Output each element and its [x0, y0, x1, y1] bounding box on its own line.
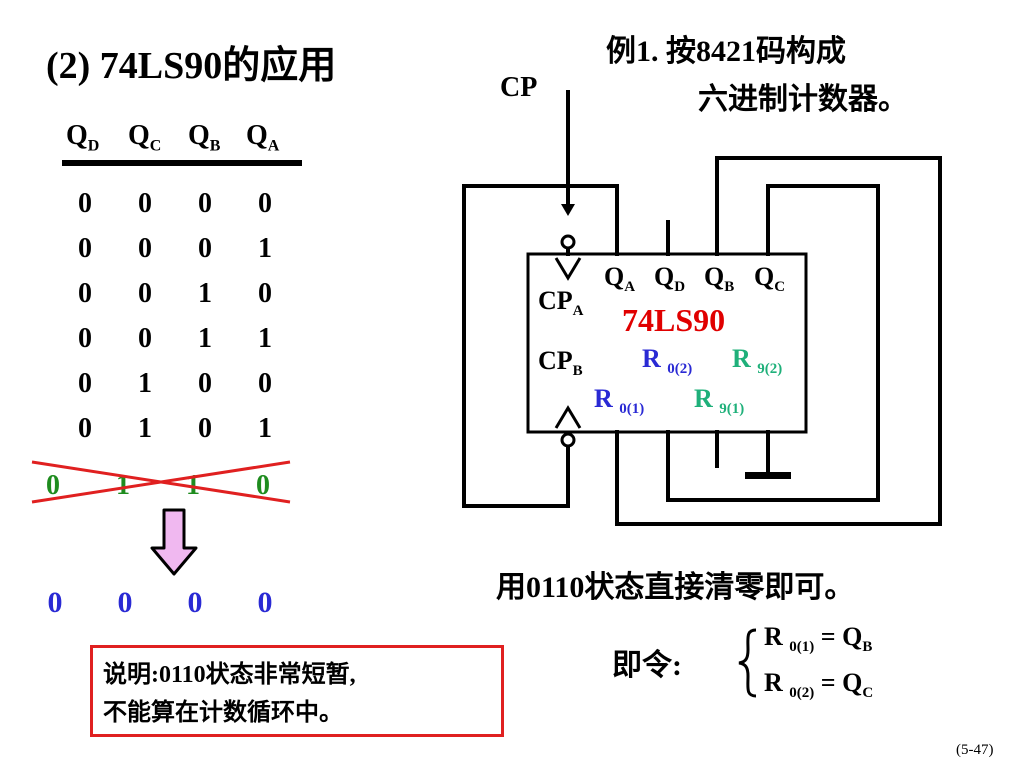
reset-cell: 0 — [187, 586, 203, 619]
note-line-2: 不能算在计数循环中。 — [103, 700, 343, 726]
table-cell: 0 — [78, 368, 92, 399]
table-cell: 1 — [198, 323, 212, 354]
table-cell: 1 — [138, 413, 152, 444]
table-cell: 1 — [198, 278, 212, 309]
table-cell: 0 — [198, 188, 212, 219]
table-cell: 0 — [198, 368, 212, 399]
header-qd: QD — [66, 120, 100, 155]
table-cell: 0 — [78, 188, 92, 219]
crossed-cell: 0 — [46, 470, 60, 501]
equation-r02: R 0(2) = QC — [764, 668, 874, 702]
table-cell: 0 — [138, 278, 152, 309]
r92-label: R 9(2) — [732, 344, 783, 378]
output-qa-label: QA — [604, 262, 636, 296]
header-qc: QC — [128, 120, 162, 155]
reset-cell: 0 — [117, 586, 133, 619]
table-cell: 0 — [138, 323, 152, 354]
output-qd-label: QD — [654, 262, 686, 296]
table-cell: 0 — [78, 413, 92, 444]
table-cell: 0 — [198, 233, 212, 264]
down-arrow-icon — [150, 508, 198, 576]
table-cell: 0 — [258, 368, 272, 399]
r91-label: R 9(1) — [694, 384, 745, 418]
brace-icon — [738, 628, 757, 698]
table-cell: 0 — [78, 323, 92, 354]
condition-label: 即令: — [612, 649, 682, 682]
table-cell: 0 — [138, 233, 152, 264]
r01-label: R 0(1) — [594, 384, 645, 418]
output-qc-label: QC — [754, 262, 786, 296]
header-qb: QB — [188, 120, 221, 155]
table-cell: 0 — [138, 188, 152, 219]
chip-name: 74LS90 — [622, 302, 726, 338]
r02-label: R 0(2) — [642, 344, 693, 378]
table-cell: 1 — [138, 368, 152, 399]
header-rule — [62, 160, 302, 166]
header-qa: QA — [246, 120, 280, 155]
note-box: 说明:0110状态非常短暂, 不能算在计数循环中。 — [90, 645, 504, 737]
crossed-cell: 0 — [256, 470, 270, 501]
page-title: (2) 74LS90的应用 — [46, 45, 337, 87]
table-cell: 1 — [258, 323, 272, 354]
table-cell: 0 — [78, 233, 92, 264]
reset-state-text: 用0110状态直接清零即可。 — [496, 571, 855, 604]
reset-cell: 0 — [47, 586, 63, 619]
cpb-label: CPB — [538, 346, 583, 380]
equation-r01: R 0(1) = QB — [764, 622, 873, 656]
reset-cell: 0 — [257, 586, 273, 619]
example-title: 例1. 按8421码构成 — [606, 35, 846, 68]
table-cell: 0 — [258, 188, 272, 219]
output-qb-label: QB — [704, 262, 735, 296]
example-subtitle: 六进制计数器。 — [698, 83, 908, 116]
note-line-1: 说明:0110状态非常短暂, — [103, 662, 356, 688]
page-number: (5-47) — [956, 742, 994, 758]
table-cell: 0 — [258, 278, 272, 309]
cp-input-label: CP — [500, 72, 538, 103]
cpa-label: CPA — [538, 286, 584, 320]
table-cell: 1 — [258, 233, 272, 264]
table-cell: 1 — [258, 413, 272, 444]
table-cell: 0 — [198, 413, 212, 444]
table-cell: 0 — [78, 278, 92, 309]
